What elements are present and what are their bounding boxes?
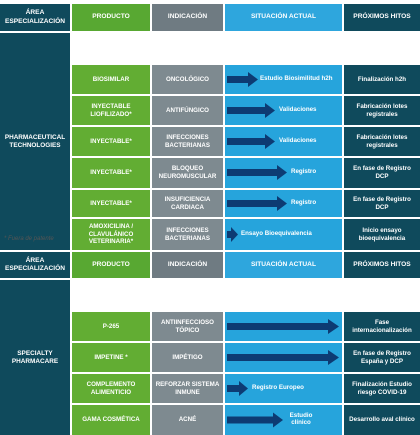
status-label: Estudio Biosimilitud h2h xyxy=(260,75,333,82)
header-next-milestones: PRÓXIMOS HITOS xyxy=(344,4,420,31)
next-milestone-cell: Fabricación lotes registrales xyxy=(344,127,420,156)
status-label: Estudio clínico xyxy=(289,412,313,427)
next-milestone-cell: Finalización h2h xyxy=(344,65,420,94)
header-status: SITUACIÓN ACTUAL xyxy=(225,4,342,31)
status-label: Registro Europeo xyxy=(252,384,304,391)
progress-arrow-icon xyxy=(227,350,339,365)
next-milestone-cell: Fase internacionalización xyxy=(344,312,420,341)
status-cell: Registro Europeo xyxy=(225,374,342,403)
progress-arrow-icon xyxy=(227,103,275,118)
progress-arrow-icon xyxy=(227,381,248,396)
next-milestone-cell: Desarrollo aval clínico xyxy=(344,405,420,435)
header-next-milestones: PRÓXIMOS HITOS xyxy=(344,252,420,278)
progress-arrow-icon xyxy=(227,72,258,87)
next-milestone-cell: Finalización Estudio riesgo COVID-19 xyxy=(344,374,420,403)
product-cell: BIOSIMILAR xyxy=(72,65,150,94)
product-cell: COMPLEMENTO ALIMENTICIO xyxy=(72,374,150,403)
status-cell: Registro xyxy=(225,158,342,188)
status-label: Validaciones xyxy=(279,106,317,113)
status-cell: Validaciones xyxy=(225,127,342,156)
status-label: Registro xyxy=(291,168,317,175)
header-area: ÁREA ESPECIALIZACIÓN xyxy=(0,252,70,278)
status-cell xyxy=(225,312,342,341)
progress-arrow-icon xyxy=(227,134,275,149)
indication-cell: BLOQUEO NEUROMUSCULAR xyxy=(152,158,223,188)
indication-cell: ONCOLÓGICO xyxy=(152,65,223,94)
progress-arrow-icon xyxy=(227,412,283,428)
header-status: SITUACIÓN ACTUAL xyxy=(225,252,342,278)
indication-cell: INFECCIONES BACTERIANAS xyxy=(152,127,223,156)
progress-arrow-icon xyxy=(227,196,287,211)
header-product: PRODUCTO xyxy=(72,4,150,31)
status-cell: Estudio Biosimilitud h2h xyxy=(225,65,342,94)
header-indication: INDICACIÓN xyxy=(152,4,223,31)
product-cell: INYECTABLE* xyxy=(72,158,150,188)
indication-cell: REFORZAR SISTEMA INMUNE xyxy=(152,374,223,403)
indication-cell: ANTIFÚNGICO xyxy=(152,96,223,125)
status-cell: Registro xyxy=(225,190,342,217)
next-milestone-cell: Fabricación lotes registrales xyxy=(344,96,420,125)
status-cell: Estudio clínico xyxy=(225,405,342,435)
status-label: Validaciones xyxy=(279,137,317,144)
next-milestone-cell: En fase de Registro DCP xyxy=(344,158,420,188)
product-cell: AMOXICILINA / CLAVULÁNICO VETERINARIA* xyxy=(72,219,150,250)
indication-cell: INFECCIONES BACTERIANAS xyxy=(152,219,223,250)
product-cell: INYECTABLE LIOFILIZADO* xyxy=(72,96,150,125)
status-label: Registro xyxy=(291,199,317,206)
header-product: PRODUCTO xyxy=(72,252,150,278)
product-cell: GAMA COSMÉTICA xyxy=(72,405,150,435)
indication-cell: ACNÉ xyxy=(152,405,223,435)
area-cell: PHARMACEUTICAL TECHNOLOGIES xyxy=(0,33,70,250)
area-cell: SPECIALTY PHARMACARE xyxy=(0,280,70,435)
next-milestone-cell: En fase de Registro DCP xyxy=(344,190,420,217)
next-milestone-cell: Inicio ensayo bioequivalencia xyxy=(344,219,420,250)
progress-arrow-icon xyxy=(227,319,339,334)
progress-arrow-icon xyxy=(227,227,238,242)
product-cell: INYECTABLE* xyxy=(72,127,150,156)
status-cell xyxy=(225,343,342,372)
pipeline-table-pharmaceutical: ÁREA ESPECIALIZACIÓN PRODUCTO INDICACIÓN… xyxy=(0,4,420,250)
status-cell: Validaciones xyxy=(225,96,342,125)
product-cell: IMPETINE * xyxy=(72,343,150,372)
next-milestone-cell: En fase de Registro España y DCP xyxy=(344,343,420,372)
product-cell: INYECTABLE* xyxy=(72,190,150,217)
indication-cell: IMPÉTIGO xyxy=(152,343,223,372)
header-area: ÁREA ESPECIALIZACIÓN xyxy=(0,4,70,31)
status-cell: Ensayo Bioequivalencia xyxy=(225,219,342,250)
footnote: * Fuera de patente xyxy=(4,236,54,242)
pipeline-table-specialty: ÁREA ESPECIALIZACIÓN PRODUCTO INDICACIÓN… xyxy=(0,252,420,435)
product-cell: P-265 xyxy=(72,312,150,341)
status-label: Ensayo Bioequivalencia xyxy=(241,230,312,237)
indication-cell: ANTIINFECCIOSO TÓPICO xyxy=(152,312,223,341)
indication-cell: INSUFICIENCIA CARDIACA xyxy=(152,190,223,217)
progress-arrow-icon xyxy=(227,165,287,180)
header-indication: INDICACIÓN xyxy=(152,252,223,278)
